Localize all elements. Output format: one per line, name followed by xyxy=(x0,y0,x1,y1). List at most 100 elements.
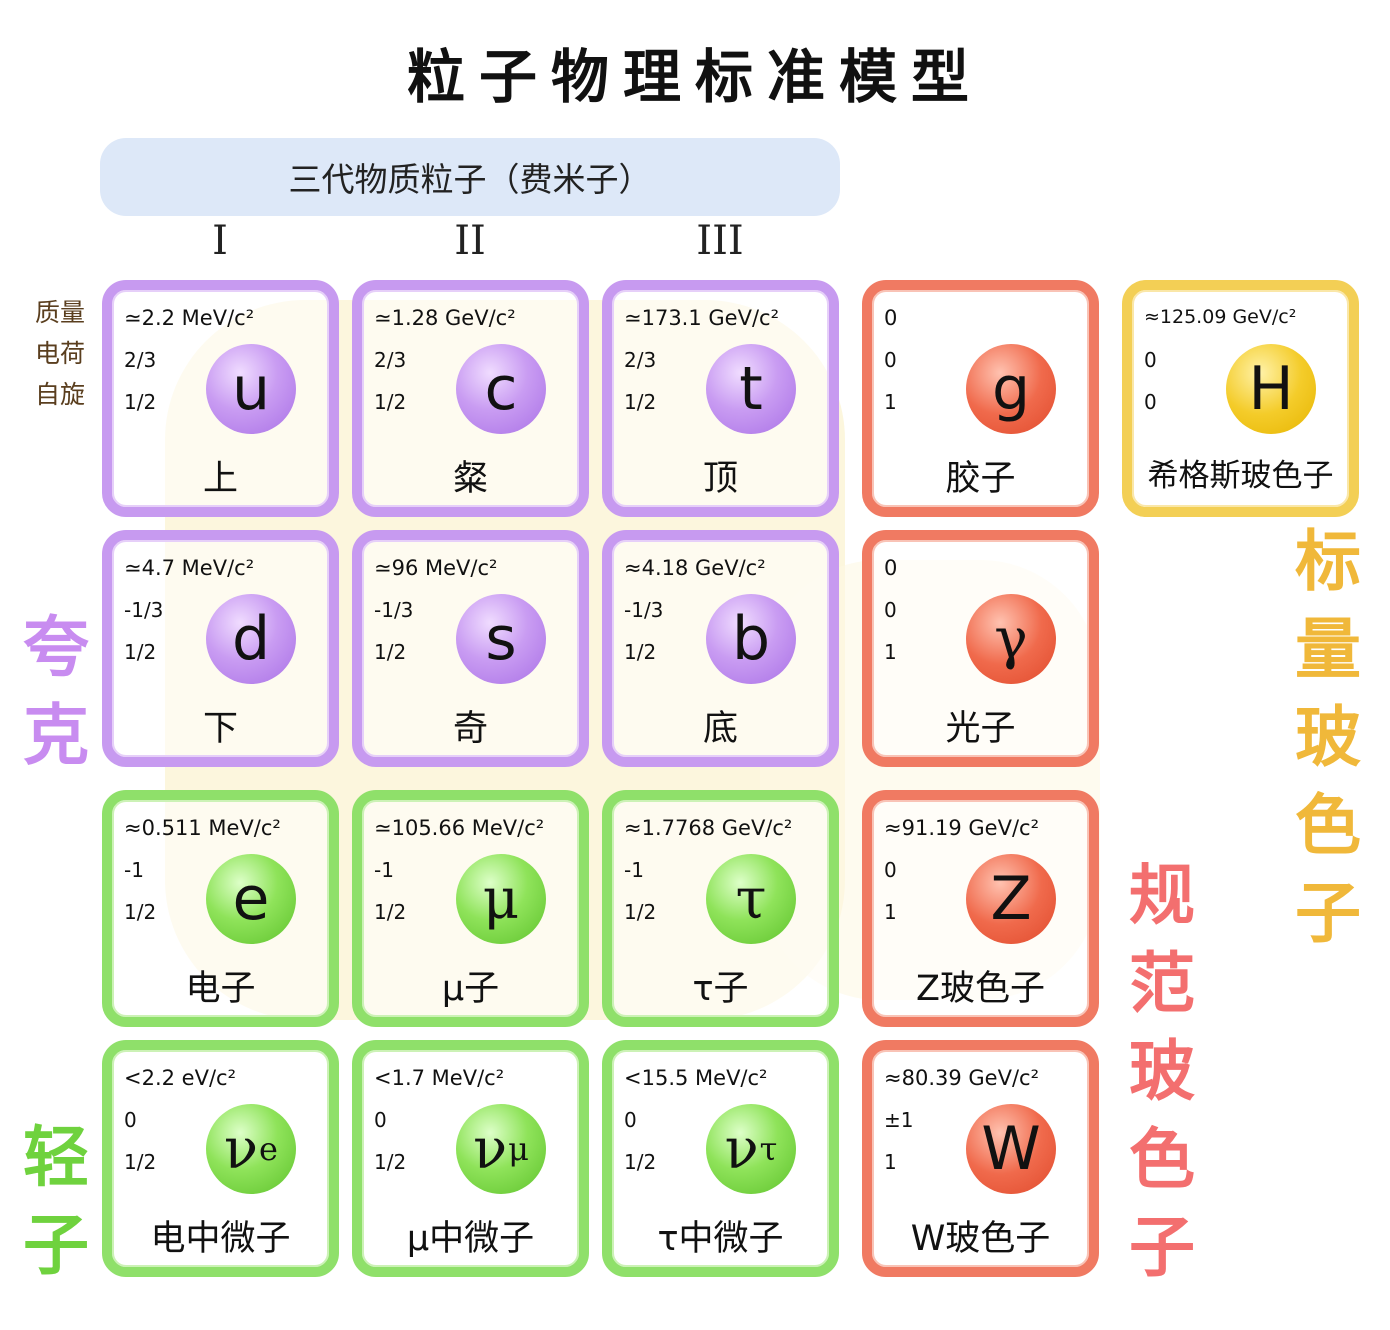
particle-name: 希格斯玻色子 xyxy=(1147,458,1334,494)
particle-name: 上 xyxy=(202,459,238,499)
particle-spin: 1/2 xyxy=(374,390,407,414)
symbol-base: ν xyxy=(224,1116,259,1182)
particle-symbol: d xyxy=(206,594,296,684)
particle-mass: ≃96 MeV/c² xyxy=(374,556,498,580)
gauge-label-char: 规 xyxy=(1129,857,1195,934)
particle-cell-w-boson: ≈80.39 GeV/c² ±1 1 W W玻色子 xyxy=(862,1040,1099,1277)
particle-name: μ中微子 xyxy=(406,1219,535,1259)
particle-mass: ≃105.66 MeV/c² xyxy=(374,816,545,840)
particle-name: 胶子 xyxy=(945,459,1016,499)
leptons-group-label: 轻 子 xyxy=(16,1114,96,1290)
particle-name: 奇 xyxy=(452,709,488,749)
scalar-label-char: 色 xyxy=(1295,787,1361,864)
particle-name: 粲 xyxy=(452,459,488,499)
particle-spin: 1 xyxy=(884,640,897,664)
particle-name: 顶 xyxy=(702,459,738,499)
particle-symbol: g xyxy=(966,344,1056,434)
particle-symbol: H xyxy=(1226,344,1316,434)
particle-cell-muon: ≃105.66 MeV/c² -1 1/2 μ μ子 xyxy=(352,790,589,1027)
particle-symbol: b xyxy=(706,594,796,684)
particle-charge: -1 xyxy=(624,858,644,882)
particle-spin: 1/2 xyxy=(124,900,157,924)
fermion-banner: 三代物质粒子（费米子） xyxy=(100,138,840,216)
generation-label-2: II xyxy=(454,218,486,264)
leptons-label-char: 子 xyxy=(23,1207,89,1284)
particle-symbol: τ xyxy=(706,854,796,944)
particle-name: 电子 xyxy=(185,969,256,1009)
leptons-label-char: 轻 xyxy=(23,1119,89,1196)
particle-mass: <2.2 eV/c² xyxy=(124,1066,236,1090)
particle-symbol: s xyxy=(456,594,546,684)
particle-spin: 1/2 xyxy=(124,1150,157,1174)
quarks-group-label: 夸 克 xyxy=(16,604,96,780)
particle-mass: ≃2.2 MeV/c² xyxy=(124,306,255,330)
particle-symbol: Z xyxy=(966,854,1056,944)
particle-symbol: μ xyxy=(456,854,546,944)
particle-mass: ≈80.39 GeV/c² xyxy=(884,1066,1039,1090)
particle-cell-top: ≃173.1 GeV/c² 2/3 1/2 t 顶 xyxy=(602,280,839,517)
particle-cell-tau: ≈1.7768 GeV/c² -1 1/2 τ τ子 xyxy=(602,790,839,1027)
page-title: 粒子物理标准模型 xyxy=(406,43,983,111)
particle-mass: ≈91.19 GeV/c² xyxy=(884,816,1039,840)
particle-cell-photon: 0 0 1 γ 光子 xyxy=(862,530,1099,767)
particle-cell-charm: ≃1.28 GeV/c² 2/3 1/2 c 粲 xyxy=(352,280,589,517)
charge-label: 电荷 xyxy=(34,339,85,368)
particle-symbol: W xyxy=(966,1104,1056,1194)
quarks-label-char: 夸 xyxy=(23,609,89,686)
particle-charge: -1 xyxy=(124,858,144,882)
particle-spin: 1/2 xyxy=(124,640,157,664)
particle-charge: -1/3 xyxy=(124,598,164,622)
particle-name: 底 xyxy=(702,709,738,749)
quarks-label-char: 克 xyxy=(23,697,89,774)
symbol-base: ν xyxy=(473,1116,508,1182)
scalar-label-char: 量 xyxy=(1295,611,1361,688)
particle-mass: 0 xyxy=(884,556,898,580)
generation-label-1: I xyxy=(212,218,228,264)
particle-name: W玻色子 xyxy=(910,1219,1051,1259)
scalar-label-char: 玻 xyxy=(1295,699,1361,776)
particle-charge: 0 xyxy=(1144,348,1157,372)
particle-charge: 0 xyxy=(884,598,897,622)
mass-label: 质量 xyxy=(34,298,85,327)
particle-mass: ≃1.28 GeV/c² xyxy=(374,306,516,330)
symbol-subscript: μ xyxy=(508,1130,529,1168)
particle-spin: 1/2 xyxy=(374,900,407,924)
particle-charge: 2/3 xyxy=(624,348,657,372)
particle-cell-strange: ≃96 MeV/c² -1/3 1/2 s 奇 xyxy=(352,530,589,767)
particle-spin: 1/2 xyxy=(624,390,657,414)
particle-charge: 0 xyxy=(884,348,897,372)
particle-symbol: t xyxy=(706,344,796,434)
particle-charge: 0 xyxy=(884,858,897,882)
particle-charge: 0 xyxy=(124,1108,137,1132)
generation-label-3: III xyxy=(696,218,744,264)
particle-charge: 2/3 xyxy=(124,348,157,372)
particle-charge: -1/3 xyxy=(624,598,664,622)
scalar-bosons-group-label: 标 量 玻 色 子 xyxy=(1288,518,1368,958)
particle-spin: 1 xyxy=(884,1150,897,1174)
particle-name: Z玻色子 xyxy=(916,969,1045,1009)
particle-name: τ子 xyxy=(692,969,749,1009)
gauge-label-char: 玻 xyxy=(1129,1033,1195,1110)
particle-cell-z-boson: ≈91.19 GeV/c² 0 1 Z Z玻色子 xyxy=(862,790,1099,1027)
particle-spin: 0 xyxy=(1144,390,1157,414)
particle-mass: <1.7 MeV/c² xyxy=(374,1066,505,1090)
particle-charge: -1/3 xyxy=(374,598,414,622)
particle-spin: 1/2 xyxy=(374,640,407,664)
gauge-label-char: 色 xyxy=(1129,1121,1195,1198)
particle-name: τ中微子 xyxy=(657,1219,784,1259)
particle-spin: 1 xyxy=(884,390,897,414)
particle-name: μ子 xyxy=(441,969,500,1009)
scalar-label-char: 子 xyxy=(1295,875,1361,952)
particle-spin: 1/2 xyxy=(374,1150,407,1174)
particle-charge: -1 xyxy=(374,858,394,882)
particle-spin: 1/2 xyxy=(624,640,657,664)
particle-name: 电中微子 xyxy=(150,1219,291,1259)
spin-label: 自旋 xyxy=(34,380,85,409)
particle-mass: ≃173.1 GeV/c² xyxy=(624,306,779,330)
symbol-subscript: e xyxy=(259,1130,278,1168)
